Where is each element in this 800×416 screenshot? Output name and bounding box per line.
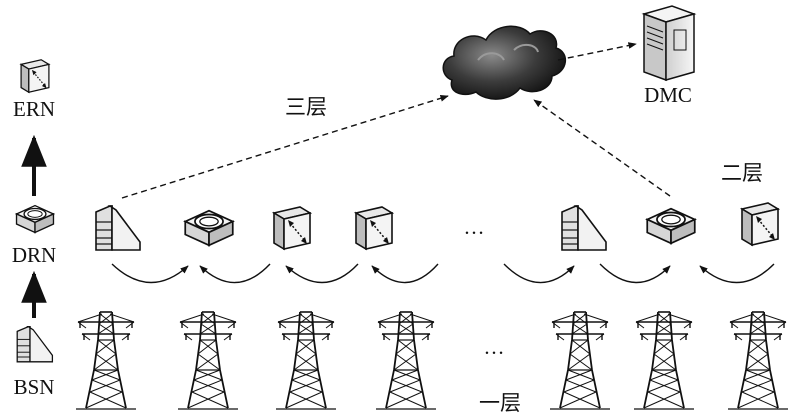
node-bsn-2 (561, 205, 607, 251)
transmission-tower-icon (550, 311, 610, 410)
arrow-node-to-cloud-left (121, 95, 449, 199)
arrow-cloud-to-dmc (557, 42, 637, 61)
transmission-tower-icon (76, 311, 136, 410)
transmission-tower-icon (728, 311, 788, 410)
cloud-icon (442, 25, 566, 100)
nodes-ellipsis: … (464, 215, 485, 239)
link-arrow-6 (599, 263, 671, 284)
node-ern-2 (355, 206, 393, 250)
legend-drn: DRN (12, 204, 56, 267)
towers-ellipsis: … (484, 335, 505, 359)
link-arrow-2 (199, 263, 271, 284)
dmc-label: DMC (644, 83, 692, 107)
layer-3-label: 三层 (285, 95, 327, 119)
legend-ern: ERN (13, 59, 55, 121)
node-bsn-1 (95, 205, 141, 251)
node-drn-2 (646, 207, 696, 245)
legend-drn-label: DRN (12, 243, 56, 267)
node-ern-3 (741, 202, 779, 246)
transmission-tower-icon (178, 311, 238, 410)
link-arrow-1 (111, 263, 189, 284)
node-drn-1 (184, 209, 234, 247)
link-arrow-5 (503, 263, 575, 284)
edge-router-node-icon (20, 59, 50, 93)
legend-bsn-label: BSN (14, 375, 55, 399)
transmission-tower-icon (634, 311, 694, 410)
base-station-node-icon (16, 325, 54, 363)
transmission-tower-icon (276, 311, 336, 410)
legend-ern-label: ERN (13, 97, 55, 121)
link-arrow-4 (371, 263, 439, 284)
link-arrow-3 (285, 263, 359, 284)
arrow-node-to-cloud-right (533, 99, 671, 197)
transmission-tower-icon (376, 311, 436, 410)
link-arrow-7 (699, 263, 775, 284)
server-tower-icon (641, 5, 697, 82)
relay-node-icon (15, 204, 55, 234)
legend-bsn: BSN (14, 325, 55, 399)
node-ern-1 (273, 206, 311, 250)
layer-1-label: 一层 (479, 391, 521, 415)
layer-2-label: 二层 (721, 161, 763, 185)
